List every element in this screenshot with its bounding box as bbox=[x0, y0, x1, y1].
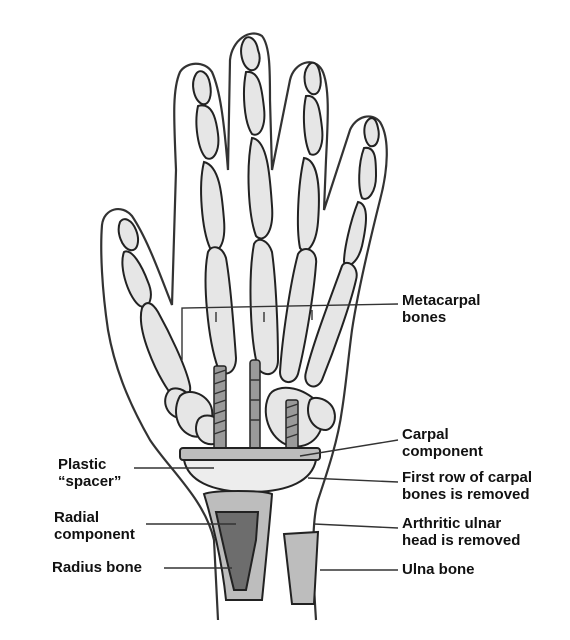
leader-metacarpal bbox=[181, 303, 399, 360]
label-plastic-spacer: Plastic “spacer” bbox=[58, 456, 121, 490]
leader-lines bbox=[134, 303, 399, 571]
leader-carpal-component bbox=[299, 439, 399, 457]
leader-ulnar-head bbox=[313, 523, 399, 529]
label-ulnar-head-line2: head is removed bbox=[402, 532, 521, 549]
label-radial-component: Radial component bbox=[54, 509, 135, 543]
label-first-row-removed: First row of carpal bones is removed bbox=[402, 469, 532, 503]
index-finger-bones bbox=[192, 70, 238, 375]
label-first-row-line2: bones is removed bbox=[402, 486, 530, 503]
leader-metacarpal-2 bbox=[215, 310, 313, 322]
label-carpal-component-line2: component bbox=[402, 443, 483, 460]
label-radial-component-line1: Radial bbox=[54, 509, 100, 526]
label-plastic-spacer-line1: Plastic bbox=[58, 456, 107, 473]
ring-finger-bones bbox=[278, 61, 324, 383]
label-metacarpal-bones: Metacarpal bones bbox=[402, 292, 480, 326]
label-ulna-line1: Ulna bone bbox=[402, 561, 475, 578]
hand-outline bbox=[100, 32, 388, 621]
label-radius-bone: Radius bone bbox=[52, 559, 142, 576]
label-radius-line1: Radius bone bbox=[52, 559, 143, 576]
label-ulna-bone: Ulna bone bbox=[402, 561, 475, 578]
leader-first-row bbox=[307, 477, 399, 483]
label-first-row-line1: First row of carpal bbox=[402, 469, 533, 486]
little-finger-bones bbox=[304, 117, 380, 388]
label-plastic-spacer-line2: “spacer” bbox=[58, 473, 122, 490]
label-carpal-component: Carpal component bbox=[402, 426, 483, 460]
label-carpal-component-line1: Carpal bbox=[402, 426, 449, 443]
ulna-bone bbox=[282, 530, 320, 605]
carpal-component-plate bbox=[179, 447, 321, 461]
label-ulnar-head-line1: Arthritic ulnar bbox=[402, 515, 502, 532]
radial-component-stem bbox=[214, 511, 260, 591]
label-arthritic-ulnar-head: Arthritic ulnar head is removed bbox=[402, 515, 520, 549]
label-radial-component-line2: component bbox=[54, 526, 135, 543]
label-metacarpal-line1: Metacarpal bbox=[402, 292, 481, 309]
label-metacarpal-line2: bones bbox=[402, 309, 447, 326]
plastic-spacer bbox=[182, 459, 318, 494]
middle-finger-bones bbox=[240, 36, 280, 376]
